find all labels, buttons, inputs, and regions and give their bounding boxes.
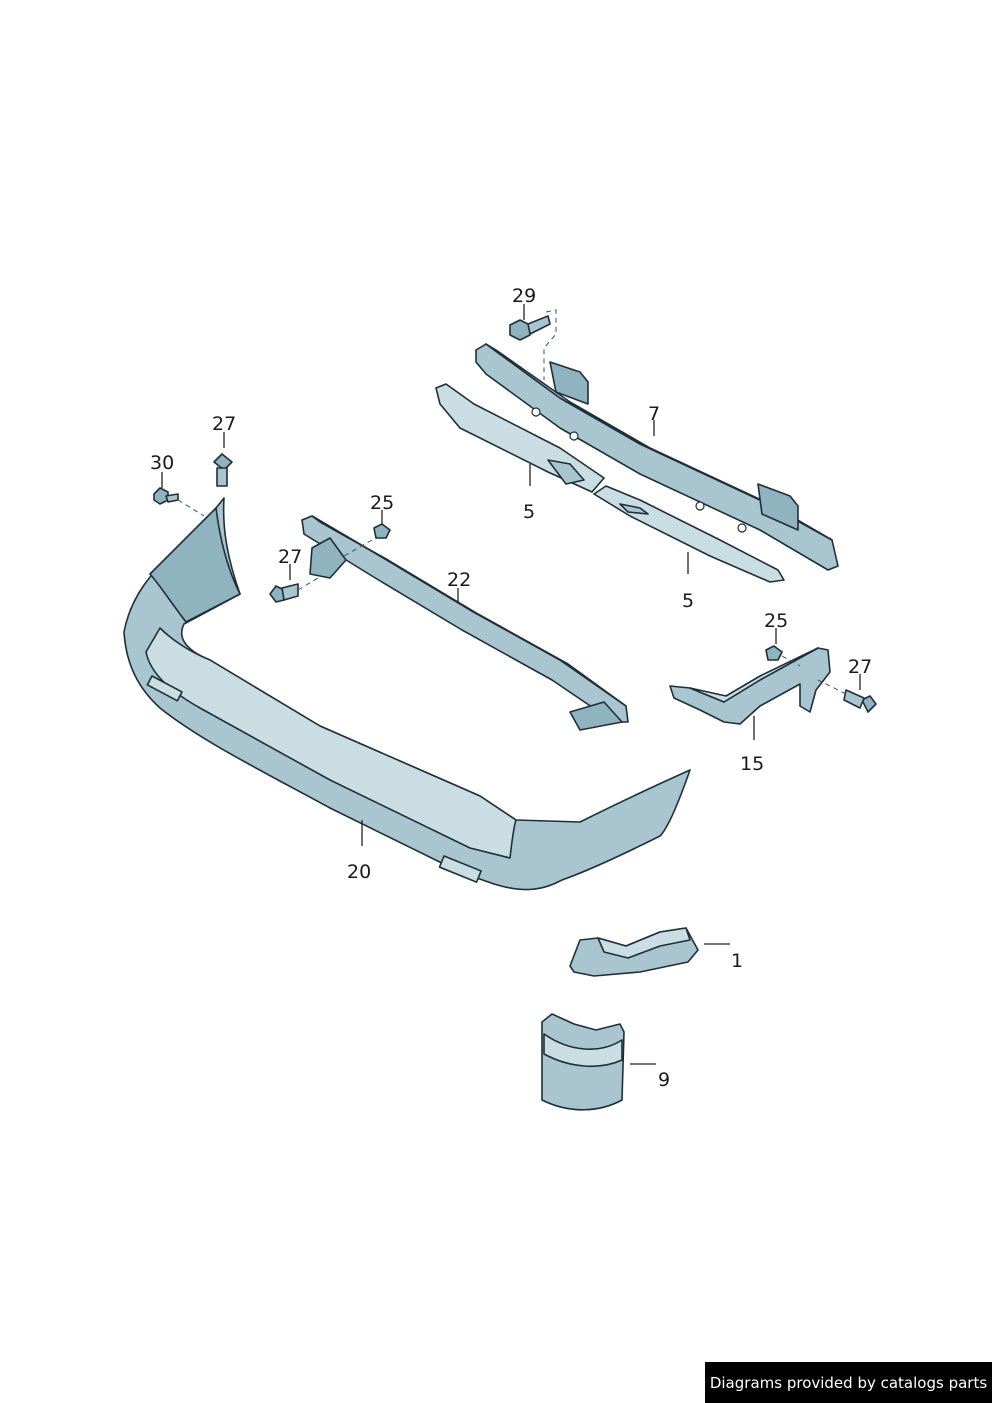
callout-25-left: 25 (370, 492, 394, 514)
callout-5-right: 5 (682, 590, 694, 612)
callout-5-left: 5 (523, 501, 535, 523)
impact-strip-5-left (435, 383, 605, 493)
callout-7: 7 (648, 403, 660, 425)
corner-guide-1 (569, 927, 699, 977)
callout-15: 15 (740, 753, 764, 775)
callout-30: 30 (150, 452, 174, 474)
bolt-30 (153, 487, 205, 517)
callout-9: 9 (658, 1069, 670, 1091)
impact-beam-7 (475, 343, 839, 571)
end-cap-9 (541, 1013, 625, 1111)
nut-25-right (765, 645, 801, 667)
credit-text: Diagrams provided by catalogs parts (709, 1373, 988, 1392)
clip-27-right (817, 679, 877, 713)
clip-27-left-mid (269, 577, 319, 603)
callout-29: 29 (512, 285, 536, 307)
callout-22: 22 (447, 569, 471, 591)
callout-25-right: 25 (764, 610, 788, 632)
bumper-cover-20 (123, 497, 691, 891)
bracket-rail-22 (301, 515, 629, 731)
nut-25-left (343, 523, 391, 557)
callout-1: 1 (731, 950, 743, 972)
callout-20: 20 (347, 861, 371, 883)
callout-27-top-left: 27 (212, 413, 236, 435)
callout-27-mid-left: 27 (278, 546, 302, 568)
credit-badge: Diagrams provided by catalogs parts (705, 1362, 992, 1403)
impact-strip-5-right (593, 485, 785, 583)
side-bracket-15 (669, 647, 831, 725)
screw-29 (509, 309, 557, 380)
callout-27-right: 27 (848, 656, 872, 678)
clip-27-left-top (213, 453, 233, 487)
